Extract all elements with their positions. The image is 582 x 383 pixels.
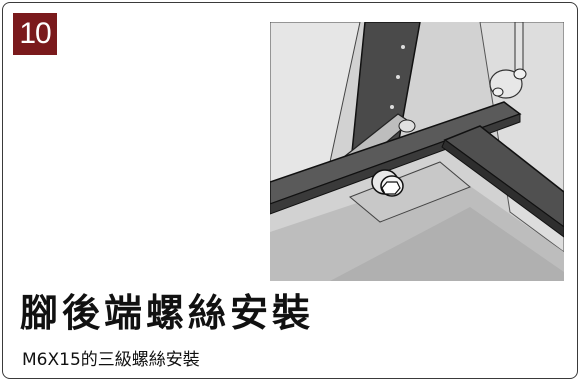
instruction-card: 10 — [2, 2, 578, 379]
step-description: M6X15的三級螺絲安裝 — [22, 350, 200, 370]
step-title: 腳後端螺絲安裝 — [20, 291, 315, 335]
assembly-illustration — [270, 22, 564, 281]
step-number-badge: 10 — [13, 13, 57, 55]
